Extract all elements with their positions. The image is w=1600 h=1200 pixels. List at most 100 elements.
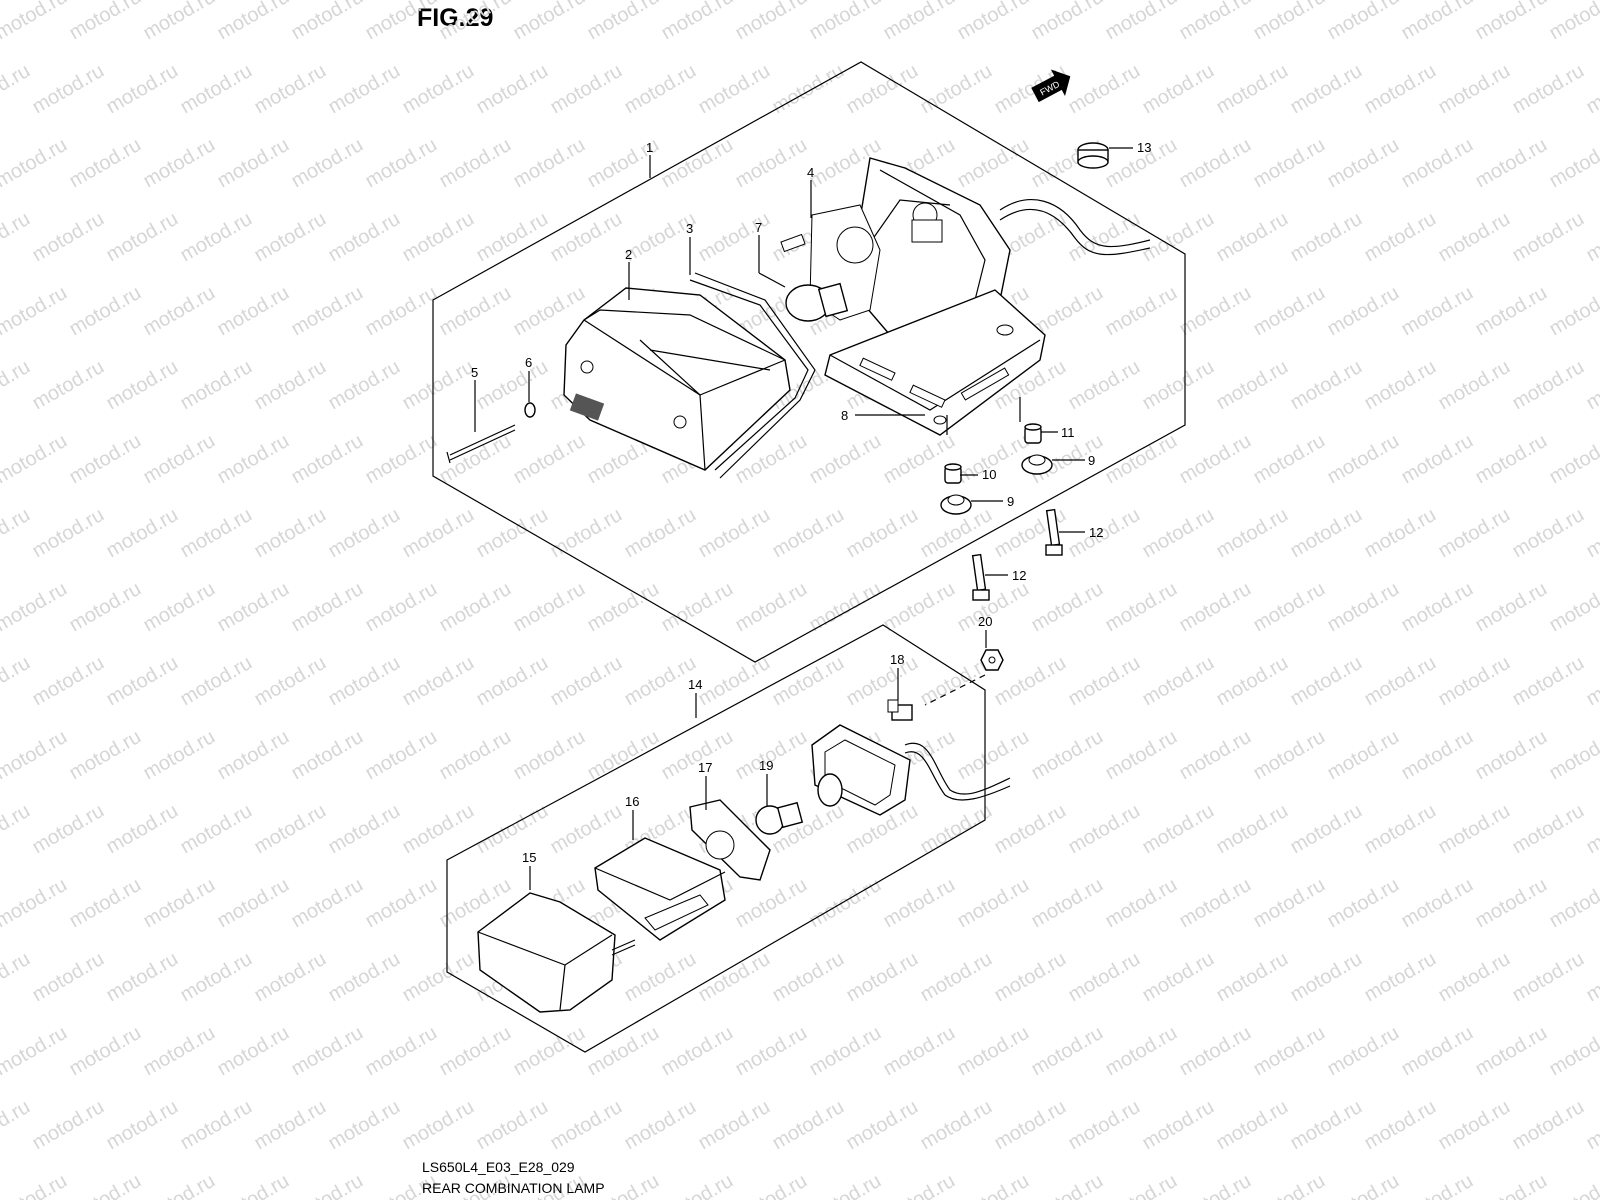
watermark-text: motod.ru — [1509, 60, 1588, 119]
callout-16: 16 — [625, 794, 639, 809]
watermark-text: motod.ru — [29, 208, 108, 267]
watermark-text: motod.ru — [1398, 874, 1477, 933]
watermark-text: motod.ru — [1324, 578, 1403, 637]
watermark-text: motod.ru — [547, 208, 626, 267]
watermark-text: motod.ru — [1361, 504, 1440, 563]
watermark-text: motod.ru — [103, 1096, 182, 1155]
watermark-text: motod.ru — [399, 948, 478, 1007]
watermark-text: motod.ru — [436, 134, 515, 193]
watermark-text: motod.ru — [621, 60, 700, 119]
watermark-text: motod.ru — [251, 800, 330, 859]
callout-3: 3 — [686, 221, 693, 236]
watermark-text: motod.ru — [954, 874, 1033, 933]
watermark-text: motod.ru — [547, 1096, 626, 1155]
watermark-text: motod.ru — [1102, 0, 1181, 44]
watermark-text: motod.ru — [288, 1170, 367, 1200]
watermark-text: motod.ru — [0, 282, 71, 341]
watermark-text: motod.ru — [917, 1096, 996, 1155]
figure-title: FIG.29 — [417, 4, 494, 32]
watermark-text: motod.ru — [658, 1022, 737, 1081]
watermark-text: motod.ru — [954, 578, 1033, 637]
watermark-text: motod.ru — [1102, 1170, 1181, 1200]
watermark-text: motod.ru — [1583, 60, 1600, 119]
watermark-text: motod.ru — [473, 800, 552, 859]
watermark-text: motod.ru — [214, 134, 293, 193]
watermark-text: motod.ru — [1324, 1022, 1403, 1081]
watermark-text: motod.ru — [66, 578, 145, 637]
watermark-text: motod.ru — [1065, 504, 1144, 563]
lens-gasket-inner — [689, 279, 809, 471]
watermark-text: motod.ru — [695, 652, 774, 711]
watermark-text: motod.ru — [1250, 874, 1329, 933]
watermark-text: motod.ru — [251, 948, 330, 1007]
watermark-text: motod.ru — [991, 948, 1070, 1007]
watermark-text: motod.ru — [1361, 208, 1440, 267]
watermark-text: motod.ru — [1398, 430, 1477, 489]
watermark-text: motod.ru — [584, 0, 663, 44]
watermark-text: motod.ru — [251, 652, 330, 711]
watermark-text: motod.ru — [880, 1022, 959, 1081]
watermark-text: motod.ru — [806, 0, 885, 44]
watermark-text: motod.ru — [1472, 1170, 1551, 1200]
watermark-text: motod.ru — [362, 0, 441, 44]
watermark-text: motod.ru — [288, 874, 367, 933]
watermark-text: motod.ru — [66, 134, 145, 193]
watermark-text: motod.ru — [1028, 578, 1107, 637]
watermark-text: motod.ru — [177, 652, 256, 711]
watermark-text: motod.ru — [806, 430, 885, 489]
watermark-text: motod.ru — [584, 726, 663, 785]
watermark-text: motod.ru — [732, 0, 811, 44]
callout-15: 15 — [522, 850, 536, 865]
watermark-text: motod.ru — [1287, 1096, 1366, 1155]
watermark-text: motod.ru — [1398, 0, 1477, 44]
nut-20 — [980, 649, 1004, 671]
watermark-text: motod.ru — [1139, 948, 1218, 1007]
watermark-text: motod.ru — [547, 652, 626, 711]
watermark-text: motod.ru — [1509, 504, 1588, 563]
watermark-text: motod.ru — [177, 356, 256, 415]
fwd-arrow-icon: FWD — [1031, 69, 1071, 103]
watermark-text: motod.ru — [1472, 430, 1551, 489]
watermark-text: motod.ru — [732, 1022, 811, 1081]
watermark-text: motod.ru — [1435, 800, 1514, 859]
watermark-text: motod.ru — [1324, 134, 1403, 193]
watermark-text: motod.ru — [1287, 948, 1366, 1007]
callout-8: 8 — [841, 408, 848, 423]
watermark-text: motod.ru — [1250, 1022, 1329, 1081]
watermark-text: motod.ru — [658, 0, 737, 44]
callout-labels: 1 2 3 4 5 6 7 8 9 9 10 11 12 12 13 14 15… — [471, 140, 1151, 865]
watermark-text: motod.ru — [695, 504, 774, 563]
watermark-text: motod.ru — [1583, 504, 1600, 563]
watermark-text: motod.ru — [1435, 60, 1514, 119]
watermark-text: motod.ru — [103, 652, 182, 711]
watermark-text: motod.ru — [29, 356, 108, 415]
watermark-text: motod.ru — [1509, 948, 1588, 1007]
watermark-text: motod.ru — [510, 430, 589, 489]
watermark-text: motod.ru — [362, 578, 441, 637]
watermark-text: motod.ru — [140, 726, 219, 785]
watermark-text: motod.ru — [1102, 1022, 1181, 1081]
watermark-text: motod.ru — [1028, 874, 1107, 933]
washer — [524, 402, 536, 418]
watermark-text: motod.ru — [1250, 578, 1329, 637]
watermark-text: motod.ru — [436, 578, 515, 637]
watermark-text: motod.ru — [1472, 134, 1551, 193]
watermark-text: motod.ru — [1287, 504, 1366, 563]
watermark-text: motod.ru — [1324, 1170, 1403, 1200]
watermark-text: motod.ru — [1176, 282, 1255, 341]
watermark-text: motod.ru — [806, 1022, 885, 1081]
watermark-text: motod.ru — [473, 1096, 552, 1155]
watermark-text: motod.ru — [1176, 726, 1255, 785]
watermark-text: motod.ru — [621, 1096, 700, 1155]
watermark-text: motod.ru — [769, 504, 848, 563]
watermark-text: motod.ru — [66, 430, 145, 489]
watermark-text: motod.ru — [0, 578, 71, 637]
watermark-text: motod.ru — [695, 1096, 774, 1155]
watermark-text: motod.ru — [436, 282, 515, 341]
watermark-text: motod.ru — [1213, 208, 1292, 267]
watermark-text: motod.ru — [1324, 874, 1403, 933]
watermark-text: motod.ru — [1435, 208, 1514, 267]
watermark-text: motod.ru — [510, 134, 589, 193]
watermark-text: motod.ru — [0, 652, 34, 711]
watermark-text: motod.ru — [362, 282, 441, 341]
